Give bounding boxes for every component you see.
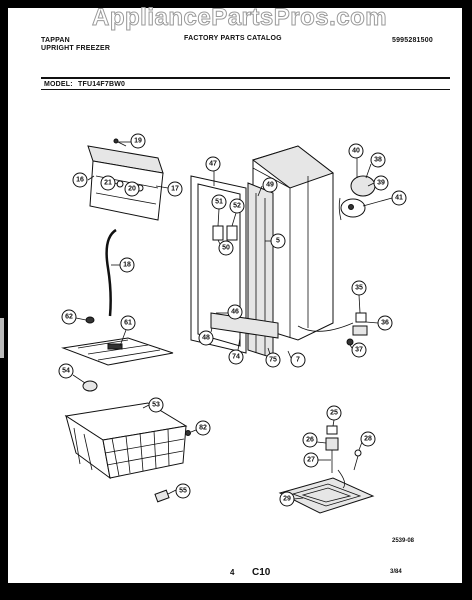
svg-text:55: 55 xyxy=(179,488,187,495)
svg-text:54: 54 xyxy=(62,368,70,375)
callout-28: 28 xyxy=(360,431,376,447)
small-screw-part xyxy=(185,430,191,436)
svg-text:50: 50 xyxy=(222,245,230,252)
callout-20: 20 xyxy=(124,181,140,197)
svg-text:39: 39 xyxy=(377,180,385,187)
svg-text:46: 46 xyxy=(231,309,239,316)
revision-date: 3/84 xyxy=(390,569,402,575)
callout-82: 82 xyxy=(195,420,211,436)
callout-53: 53 xyxy=(148,397,164,413)
drain-assembly-part xyxy=(278,425,375,514)
svg-text:52: 52 xyxy=(233,203,241,210)
callout-41: 41 xyxy=(391,190,407,206)
callout-39: 39 xyxy=(373,175,389,191)
svg-text:49: 49 xyxy=(266,182,274,189)
svg-text:36: 36 xyxy=(381,320,389,327)
thermostat-part xyxy=(338,175,376,221)
product-label: UPRIGHT FREEZER xyxy=(41,45,111,52)
shelf-part xyxy=(87,138,164,221)
callout-51: 51 xyxy=(211,194,227,210)
svg-text:26: 26 xyxy=(306,437,314,444)
svg-text:47: 47 xyxy=(209,161,217,168)
callout-17: 17 xyxy=(167,181,183,197)
callout-55: 55 xyxy=(175,483,191,499)
model-rule-top xyxy=(41,77,450,79)
svg-text:82: 82 xyxy=(199,425,207,432)
model-number: TFU14F7BW0 xyxy=(78,81,126,88)
callout-49: 49 xyxy=(262,177,278,193)
basket-part xyxy=(64,402,188,480)
callout-19: 19 xyxy=(130,133,146,149)
model-rule-bottom xyxy=(41,89,450,90)
leader-lines xyxy=(72,141,393,500)
callout-46: 46 xyxy=(227,304,243,320)
callout-16: 16 xyxy=(72,172,88,188)
callout-27: 27 xyxy=(303,452,319,468)
callout-21: 21 xyxy=(100,175,116,191)
svg-text:18: 18 xyxy=(123,262,131,269)
svg-text:48: 48 xyxy=(202,335,210,342)
callout-40: 40 xyxy=(348,143,364,159)
callout-36: 36 xyxy=(377,315,393,331)
watermark-text: AppliancePartsPros.com xyxy=(91,4,388,32)
callout-29: 29 xyxy=(279,491,295,507)
svg-text:7: 7 xyxy=(296,357,300,364)
svg-text:51: 51 xyxy=(215,199,223,206)
screw-part xyxy=(85,316,95,324)
callout-61: 61 xyxy=(120,315,136,331)
svg-text:40: 40 xyxy=(352,148,360,155)
callout-74: 74 xyxy=(228,349,244,365)
callout-52: 52 xyxy=(229,198,245,214)
callout-25: 25 xyxy=(326,405,342,421)
drawing-number: 2539-08 xyxy=(392,538,415,544)
callout-75: 75 xyxy=(265,352,281,368)
callout-5: 5 xyxy=(270,233,286,249)
svg-text:17: 17 xyxy=(171,186,179,193)
svg-text:19: 19 xyxy=(134,138,142,145)
page-number: 4 xyxy=(230,568,235,577)
handle-part xyxy=(105,228,117,317)
svg-text:21: 21 xyxy=(104,180,112,187)
section-code: C10 xyxy=(252,567,271,578)
callout-26: 26 xyxy=(302,432,318,448)
callout-35: 35 xyxy=(351,280,367,296)
model-label: MODEL: xyxy=(44,81,73,88)
document-number: 5995281500 xyxy=(392,37,433,44)
callout-37: 37 xyxy=(351,342,367,358)
brand-label: TAPPAN xyxy=(41,37,70,44)
cover-plate-part xyxy=(61,337,174,366)
callout-47: 47 xyxy=(205,156,221,172)
catalog-sheet: TAPPAN UPRIGHT FREEZER FACTORY PARTS CAT… xyxy=(8,8,462,583)
svg-text:53: 53 xyxy=(152,402,160,409)
svg-text:5: 5 xyxy=(276,238,280,245)
callout-7: 7 xyxy=(290,352,306,368)
callout-54: 54 xyxy=(58,363,74,379)
catalog-title: FACTORY PARTS CATALOG xyxy=(184,35,282,42)
svg-text:37: 37 xyxy=(355,347,363,354)
callout-18: 18 xyxy=(119,257,135,273)
svg-text:61: 61 xyxy=(124,320,132,327)
exploded-parts-diagram: 19 16 21 20 17 47 49 51 52 50 5 48 46 74… xyxy=(58,133,407,514)
clip-part xyxy=(82,380,98,392)
callout-48: 48 xyxy=(198,330,214,346)
svg-text:75: 75 xyxy=(269,357,277,364)
svg-text:29: 29 xyxy=(283,496,291,503)
svg-text:62: 62 xyxy=(65,314,73,321)
svg-text:20: 20 xyxy=(128,186,136,193)
svg-text:41: 41 xyxy=(395,195,403,202)
callout-38: 38 xyxy=(370,152,386,168)
svg-text:25: 25 xyxy=(330,410,338,417)
callouts: 19 16 21 20 17 47 49 51 52 50 5 48 46 74… xyxy=(58,133,407,507)
callout-50: 50 xyxy=(218,240,234,256)
svg-text:28: 28 xyxy=(364,436,372,443)
svg-text:74: 74 xyxy=(232,354,240,361)
scan-edge-mark xyxy=(0,318,4,358)
svg-text:16: 16 xyxy=(76,177,84,184)
callout-62: 62 xyxy=(61,309,77,325)
glide-part xyxy=(154,489,170,503)
svg-text:38: 38 xyxy=(374,157,382,164)
svg-text:27: 27 xyxy=(307,457,315,464)
svg-text:35: 35 xyxy=(355,285,363,292)
latch-part xyxy=(297,312,368,346)
